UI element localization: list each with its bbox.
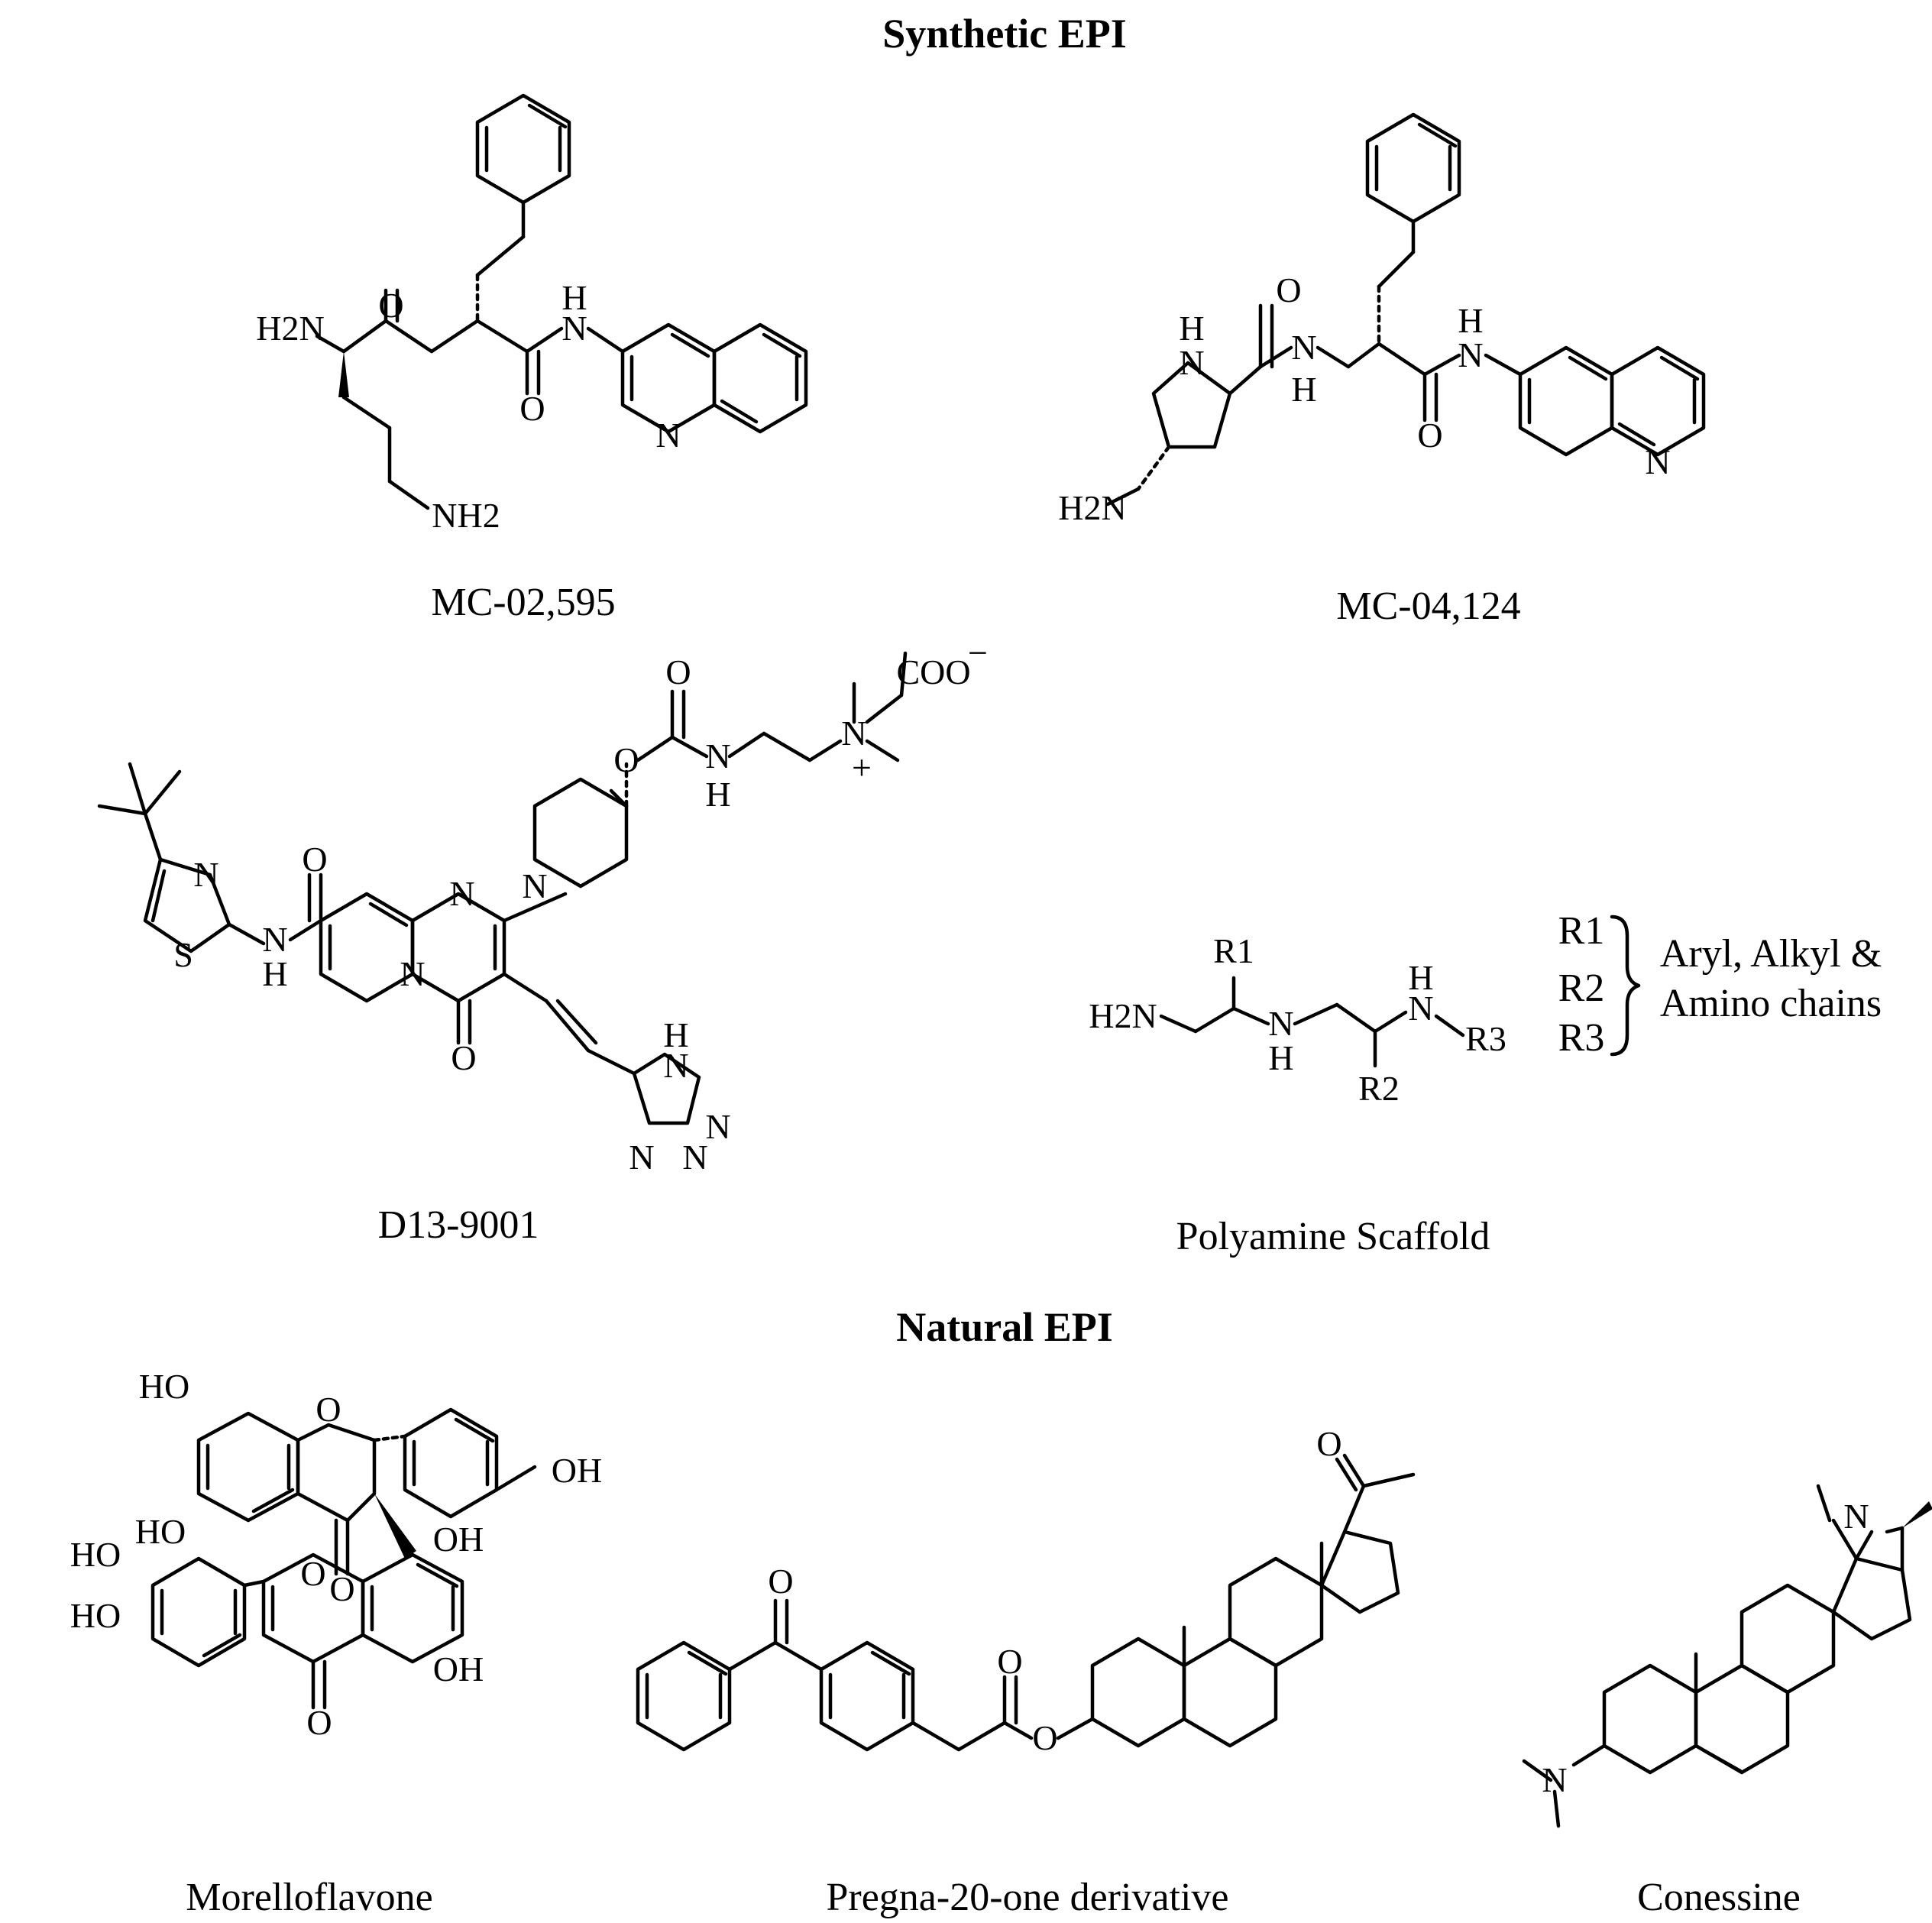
svg-text:O: O [665,652,691,691]
svg-text:−: − [968,633,988,672]
svg-text:H2N: H2N [256,309,324,348]
svg-text:OH: OH [433,1649,484,1688]
svg-text:OH: OH [433,1520,484,1559]
svg-text:R3: R3 [1558,1016,1605,1060]
svg-text:Aryl, Alkyl &: Aryl, Alkyl & [1660,932,1882,976]
svg-text:HO: HO [70,1535,121,1574]
svg-text:H: H [1179,309,1204,348]
svg-text:N: N [841,714,866,753]
svg-text:N: N [1645,442,1670,481]
structure-conessine: N N Conessine [1522,1484,1932,1919]
svg-text:N: N [705,737,730,775]
svg-text:S: S [173,935,193,974]
svg-text:O: O [316,1390,341,1429]
svg-text:H: H [561,278,587,317]
caption-pregna-20-one-derivative: Pregna-20-one derivative [826,1876,1228,1919]
structure-morelloflavone: HO HO O O OH OH OH O O HO HO Morelloflav… [70,1367,602,1919]
caption-mc-02595: MC-02,595 [431,581,615,624]
synthetic-epi-heading: Synthetic EPI [882,11,1127,57]
svg-text:O: O [613,740,639,779]
svg-text:R1: R1 [1558,909,1605,953]
svg-text:N: N [663,1046,688,1085]
svg-text:H: H [1268,1038,1293,1077]
structure-polyamine-scaffold: H2N R1 N H N H R2 R3 Polyamine Scaffold … [1089,909,1882,1258]
svg-text:N: N [449,874,474,913]
structure-mc-04124: O O N H N H N N H H2N MC-04,124 [1058,112,1706,628]
svg-text:O: O [300,1554,325,1593]
svg-text:H: H [262,954,287,993]
svg-text:N: N [262,920,287,959]
structure-mc-02595: O O N H N H2N NH2 MC-02,595 [256,93,808,624]
svg-text:O: O [451,1038,476,1077]
svg-text:N: N [629,1138,654,1177]
svg-text:O: O [1032,1718,1057,1757]
svg-text:O: O [997,1642,1022,1681]
svg-text:N: N [655,416,681,455]
svg-text:O: O [768,1562,793,1601]
svg-text:N: N [1291,328,1316,367]
caption-conessine: Conessine [1637,1876,1801,1919]
svg-text:H: H [1458,301,1483,340]
caption-mc-04124: MC-04,124 [1336,584,1520,628]
svg-text:H: H [663,1015,688,1054]
polyamine-legend: R1 R2 R3 Aryl, Alkyl & Amino chains [1558,909,1882,1060]
svg-text:R3: R3 [1465,1019,1506,1058]
svg-text:O: O [519,389,545,428]
svg-text:R2: R2 [1558,966,1605,1010]
svg-text:Amino chains: Amino chains [1660,982,1882,1025]
svg-text:O: O [378,286,403,325]
svg-text:R2: R2 [1358,1069,1400,1108]
svg-text:H2N: H2N [1089,996,1157,1035]
svg-text:O: O [1276,270,1301,309]
svg-text:N: N [1408,989,1433,1028]
svg-text:R1: R1 [1213,931,1254,970]
svg-text:O: O [329,1569,354,1608]
svg-text:N: N [682,1138,707,1177]
svg-text:COO: COO [896,652,970,691]
svg-text:HO: HO [70,1596,121,1635]
svg-text:O: O [302,840,327,879]
svg-text:N: N [1268,1004,1293,1043]
svg-text:H2N: H2N [1058,488,1126,527]
svg-text:N: N [193,855,218,894]
svg-text:N: N [705,1107,730,1146]
structure-d13-9001: N S N H O N N O N O O N H N + COO − N H … [97,633,988,1247]
svg-text:H: H [705,775,730,814]
caption-morelloflavone: Morelloflavone [186,1876,432,1919]
natural-epi-heading: Natural EPI [896,1304,1113,1350]
svg-text:N: N [1843,1497,1869,1536]
svg-text:H: H [1408,958,1433,997]
svg-text:O: O [1417,416,1442,455]
svg-text:N: N [1542,1760,1567,1799]
svg-text:O: O [306,1703,332,1742]
svg-text:O: O [1316,1424,1341,1463]
svg-text:H: H [1291,370,1316,409]
structure-pregna-20-one-derivative: O O O O Pregna-20-one derivative [636,1424,1416,1919]
svg-text:N: N [1458,335,1483,374]
svg-text:N: N [522,866,547,905]
svg-text:+: + [852,748,872,787]
svg-text:HO: HO [139,1367,189,1406]
svg-text:N: N [1179,343,1204,382]
svg-text:NH2: NH2 [432,496,500,535]
caption-d13-9001: D13-9001 [378,1203,539,1247]
svg-text:N: N [400,954,425,993]
svg-text:OH: OH [552,1451,602,1490]
svg-text:N: N [561,309,587,348]
caption-polyamine-scaffold: Polyamine Scaffold [1176,1215,1490,1258]
svg-text:HO: HO [135,1512,186,1551]
